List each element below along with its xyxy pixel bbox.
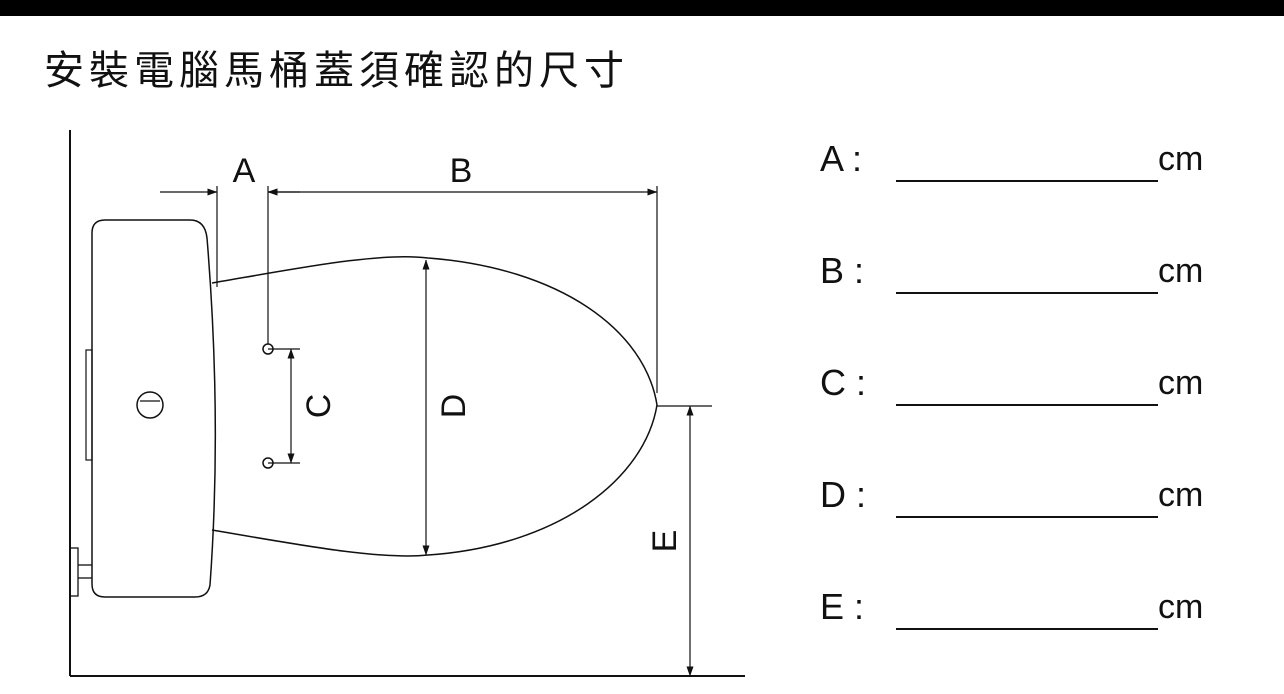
measurement-row-c: C : cm xyxy=(820,354,1240,414)
measurement-label-d: D : xyxy=(820,474,867,515)
measurement-input-b[interactable] xyxy=(896,292,1158,294)
dim-label-d: D xyxy=(435,394,473,419)
measurement-input-e[interactable] xyxy=(896,628,1158,630)
measurement-unit-d: cm xyxy=(1158,476,1204,514)
measurement-unit-b: cm xyxy=(1158,252,1204,290)
measurement-row-a: A : cm xyxy=(820,130,1240,190)
measurement-row-b: B : cm xyxy=(820,242,1240,302)
toilet-bowl xyxy=(211,255,658,557)
measurement-input-c[interactable] xyxy=(896,404,1158,406)
measurement-unit-c: cm xyxy=(1158,364,1204,402)
dim-label-b: B xyxy=(450,152,473,190)
toilet-dimension-diagram: A B C D E xyxy=(69,130,745,677)
measurement-label-e: E : xyxy=(820,586,865,627)
measurement-input-a[interactable] xyxy=(896,180,1158,182)
measurement-input-d[interactable] xyxy=(896,516,1158,518)
water-valve-icon xyxy=(69,547,92,597)
measurement-label-a: A : xyxy=(820,138,863,179)
dim-label-c: C xyxy=(300,394,338,419)
page-title: 安裝電腦馬桶蓋須確認的尺寸 xyxy=(44,48,629,94)
tank-side-panel xyxy=(85,349,93,461)
dim-label-e: E xyxy=(646,530,684,553)
measurement-label-c: C : xyxy=(820,362,867,403)
measurement-unit-e: cm xyxy=(1158,588,1204,626)
toilet-tank xyxy=(91,219,217,598)
measurement-unit-a: cm xyxy=(1158,140,1204,178)
measurement-label-b: B : xyxy=(820,250,865,291)
measurement-row-d: D : cm xyxy=(820,466,1240,526)
measurement-row-e: E : cm xyxy=(820,578,1240,638)
top-bar xyxy=(0,0,1284,16)
flush-knob-icon xyxy=(136,391,164,419)
dim-label-a: A xyxy=(233,152,256,190)
